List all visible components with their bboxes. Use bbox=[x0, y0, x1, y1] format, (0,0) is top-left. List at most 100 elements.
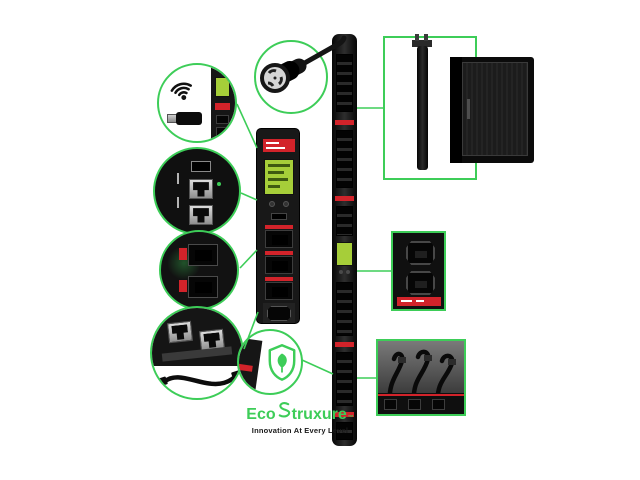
outlet-bank bbox=[336, 54, 353, 112]
outlet-bank bbox=[336, 206, 353, 236]
cord-retention-callout-box bbox=[376, 339, 466, 416]
locking-outlets-callout bbox=[159, 230, 239, 310]
usb-cable-icon bbox=[155, 369, 242, 388]
wifi-icon bbox=[170, 82, 192, 100]
retained-power-cords bbox=[387, 349, 456, 406]
ecostruxure-swirl-icon bbox=[278, 402, 290, 418]
display-button bbox=[269, 201, 275, 207]
c19-pin-slot bbox=[415, 251, 427, 258]
cord-retention-photo bbox=[378, 341, 464, 414]
logo-suffix: truxure bbox=[291, 406, 347, 423]
c19-pin-slot bbox=[415, 281, 427, 288]
fragment-lcd bbox=[215, 77, 230, 97]
outlet bbox=[408, 399, 421, 410]
twist-lock-plug-callout bbox=[254, 40, 328, 114]
display-button bbox=[283, 201, 289, 207]
fragment-red-band bbox=[215, 103, 230, 110]
trademark-symbol: ™ bbox=[347, 415, 354, 421]
panel-text-mark bbox=[177, 197, 179, 208]
c13-slot bbox=[272, 287, 288, 297]
pdu-red-band bbox=[335, 342, 354, 347]
rj45-slot bbox=[193, 182, 209, 197]
usb-dongle-body bbox=[176, 112, 202, 125]
pdu-red-band bbox=[335, 196, 354, 201]
usb-port-icon bbox=[191, 161, 211, 172]
fragment-red-band bbox=[239, 363, 253, 372]
network-port bbox=[271, 213, 287, 220]
c13-slot bbox=[272, 261, 288, 271]
cabinet-door bbox=[462, 62, 528, 156]
outlet bbox=[384, 399, 397, 410]
outlet-latch bbox=[265, 225, 293, 229]
cabinet-side-panel bbox=[450, 57, 462, 163]
c19-outlet bbox=[406, 271, 435, 295]
c13-outlet bbox=[265, 256, 293, 274]
rj45-slot bbox=[193, 208, 209, 223]
network-ports-callout bbox=[153, 147, 241, 235]
rj45-slot bbox=[171, 324, 188, 340]
outlet-strip bbox=[378, 393, 464, 414]
ecostruxure-logo: Eco truxure ™ Innovation At Every Level bbox=[236, 402, 364, 435]
rj45-slot bbox=[203, 332, 220, 348]
lcd-display bbox=[264, 159, 294, 195]
security-shield-callout bbox=[237, 329, 303, 395]
retention-clip bbox=[398, 357, 406, 363]
outlet-bank bbox=[336, 130, 353, 188]
logo-tagline: Innovation At Every Level bbox=[251, 426, 349, 435]
usb-dongle-icon bbox=[167, 111, 203, 126]
retention-clip bbox=[424, 355, 432, 361]
ethernet-port-icon bbox=[189, 179, 213, 199]
label-mark bbox=[401, 300, 412, 302]
ethernet-port-icon bbox=[167, 320, 193, 344]
outlet-bank bbox=[336, 422, 353, 440]
network-cable-callout bbox=[150, 306, 244, 400]
mounting-peg bbox=[415, 34, 419, 41]
c13-slot bbox=[195, 282, 212, 293]
retention-clip bbox=[448, 359, 456, 365]
c13-outlet bbox=[265, 230, 293, 248]
pdu-lcd-display bbox=[336, 242, 353, 266]
outlet-bank bbox=[336, 352, 353, 406]
pdu-side-view bbox=[417, 46, 428, 170]
label-mark bbox=[266, 142, 279, 144]
panel-text-mark bbox=[177, 173, 179, 184]
metal-bracket bbox=[161, 346, 233, 362]
label-mark bbox=[266, 147, 285, 149]
c19-panel bbox=[263, 303, 295, 323]
pdu-red-band bbox=[335, 412, 354, 417]
link-led bbox=[217, 182, 221, 186]
c13-slot bbox=[272, 235, 288, 245]
lcd-line bbox=[268, 171, 284, 174]
cabinet-door-handle bbox=[467, 99, 470, 119]
outlet-lock-tab bbox=[179, 248, 187, 260]
outlet-bank bbox=[336, 282, 353, 336]
logo-wordmark: Eco truxure ™ bbox=[236, 402, 364, 423]
outlet-latch bbox=[265, 251, 293, 255]
pdu-button bbox=[339, 270, 343, 274]
label-mark bbox=[416, 300, 424, 302]
outlet-latch bbox=[265, 277, 293, 281]
pdu-full-view bbox=[332, 34, 357, 446]
fragment-outlet bbox=[216, 127, 229, 136]
c19-outlet-photo bbox=[393, 233, 444, 309]
outlet bbox=[432, 399, 445, 410]
apc-brand-band bbox=[263, 139, 295, 152]
pdu-mounting-bracket bbox=[412, 40, 432, 47]
mounting-peg bbox=[424, 34, 428, 41]
locking-outlet-icon bbox=[188, 244, 218, 266]
lcd-line bbox=[268, 178, 288, 181]
c19-outlet bbox=[267, 306, 291, 321]
pdu-detail-view bbox=[256, 128, 300, 324]
security-shield-leaf-icon bbox=[268, 344, 296, 381]
lcd-line bbox=[268, 164, 290, 167]
pdu-button bbox=[346, 270, 350, 274]
strip-red-line bbox=[378, 394, 464, 396]
wireless-dongle-callout bbox=[157, 63, 237, 143]
outlet-label-band bbox=[397, 297, 441, 306]
c13-outlet bbox=[265, 282, 293, 300]
lcd-line bbox=[268, 185, 280, 188]
ethernet-port-icon bbox=[189, 205, 213, 225]
ports-photo bbox=[152, 308, 242, 366]
pdu-red-band bbox=[335, 120, 354, 125]
